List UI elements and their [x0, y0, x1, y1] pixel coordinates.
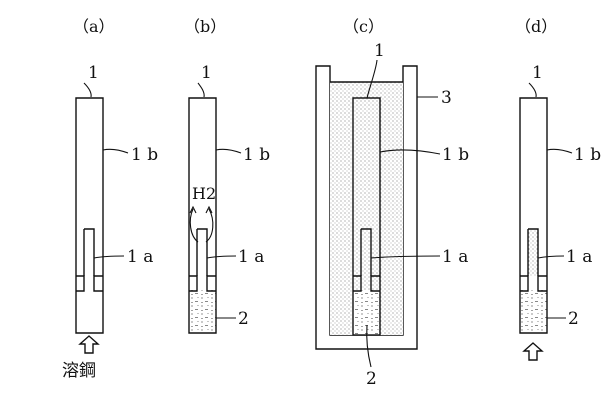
panel-a-1a-leader [94, 256, 124, 258]
panel-b-1b-label: 1 b [243, 145, 270, 165]
panel-b-1a-leader [207, 256, 236, 258]
panel-a-1b-leader [103, 149, 128, 153]
panel-a-tube-label: 1 [88, 63, 99, 83]
panel-a-1b-label: 1 b [131, 145, 158, 165]
panel-b-inner-pipe [197, 229, 207, 276]
panel-a-caption: 溶鋼 [62, 361, 96, 381]
panel-d-1b-label: 1 b [574, 145, 601, 165]
panel-d-inner-fill [528, 229, 538, 276]
panel-a: （a） 1 1 b 1 a 溶鋼 [62, 17, 158, 381]
panel-a-partition [76, 276, 103, 291]
panel-b-2-label: 2 [238, 309, 249, 329]
panel-c: （c） 1 3 1 b 1 a 2 [316, 17, 469, 389]
panel-a-tube [76, 98, 103, 333]
panel-d-tube-label: 1 [532, 63, 543, 83]
panel-d-label: （d） [515, 17, 557, 36]
panel-b-liquid [189, 290, 216, 333]
panel-c-tube-label: 1 [374, 41, 385, 61]
panel-a-label: （a） [73, 17, 115, 36]
panel-c-1b-label: 1 b [442, 145, 469, 165]
up-arrow-icon [80, 336, 98, 353]
panel-c-3-label: 3 [441, 88, 452, 108]
panel-b-partition [189, 276, 216, 291]
up-arrow-icon [524, 343, 542, 360]
panel-a-inner-pipe [84, 229, 94, 276]
panel-d-1a-leader [538, 256, 564, 258]
panel-a-1a-label: 1 a [127, 247, 153, 267]
panel-d-liquid [520, 290, 547, 333]
panel-b-tube-label: 1 [201, 63, 212, 83]
panel-d-1a-label: 1 a [566, 247, 592, 267]
panel-c-1a-label: 1 a [442, 247, 468, 267]
panel-b-1b-leader [216, 149, 241, 153]
panel-a-tube-leader [84, 83, 91, 97]
panel-d-tube-leader [529, 83, 536, 97]
panel-b-gas-label: H2 [192, 184, 216, 203]
panel-b-1a-label: 1 a [238, 247, 264, 267]
panel-b: （b） 1 H2 1 b 1 a 2 [184, 17, 270, 333]
panel-c-label: （c） [343, 17, 384, 36]
panel-c-2-label: 2 [366, 369, 377, 389]
panel-d-partition [520, 276, 547, 291]
panel-d: （d） 1 1 b 1 a 2 [515, 17, 601, 360]
panel-b-label: （b） [184, 17, 226, 36]
panel-d-2-label: 2 [568, 309, 579, 329]
panel-b-tube-leader [198, 83, 204, 97]
panel-d-1b-leader [547, 149, 572, 153]
